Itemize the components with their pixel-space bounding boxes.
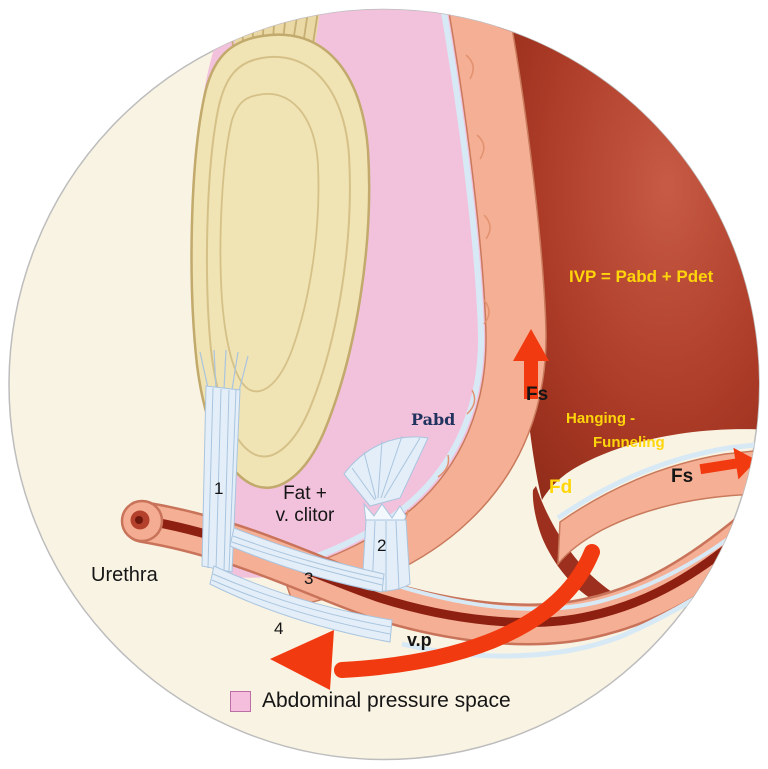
label-number-1: 1	[214, 479, 224, 498]
label-fat-line2: v. clitor	[275, 504, 335, 526]
label-fat-line1: Fat +	[283, 483, 327, 504]
label-urethra: Urethra	[91, 564, 158, 586]
pubic-bone-outline	[190, 33, 371, 489]
label-number-2: 2	[377, 536, 387, 555]
fs-up-arrow	[513, 329, 549, 399]
pubic-bone	[190, 33, 371, 489]
label-hanging-line1: Hanging -	[566, 410, 636, 427]
ligament-2	[343, 435, 429, 592]
ligament-1	[199, 349, 249, 573]
pubic-bone-inner-contour	[205, 55, 351, 458]
label-fd: Fd	[549, 477, 573, 498]
legend-label: Abdominal pressure space	[262, 689, 511, 712]
wall-fascia-line	[280, 9, 485, 570]
label-number-4: 4	[274, 619, 284, 638]
fs-right-arrow	[699, 447, 757, 480]
fascia-above-urethra	[397, 522, 750, 611]
label-hanging-line2: Funneling	[593, 434, 665, 451]
label-fat-vclitor: Fat + v. clitor	[255, 483, 355, 527]
posterior-wall-band	[557, 448, 759, 567]
posterior-band-fascia-line	[556, 440, 759, 521]
label-number-3: 3	[304, 569, 314, 588]
label-fs-top: Fs	[526, 384, 549, 405]
fascial-layer-4	[209, 565, 393, 643]
label-pabd: Pabd	[411, 410, 456, 429]
legend-swatch	[230, 691, 251, 712]
bladder-neck-funnel	[532, 486, 640, 607]
vp-curved-arrow	[270, 544, 600, 690]
label-fs-side: Fs	[671, 466, 694, 487]
label-vp: v.p	[407, 630, 432, 650]
label-ivp-equation: IVP = Pabd + Pdet	[569, 267, 714, 286]
vp-arrowhead	[270, 630, 334, 690]
fascial-layer-3	[229, 527, 385, 593]
urethra-cross-section-core	[135, 516, 143, 524]
pubic-bone-core-contour	[219, 93, 320, 393]
